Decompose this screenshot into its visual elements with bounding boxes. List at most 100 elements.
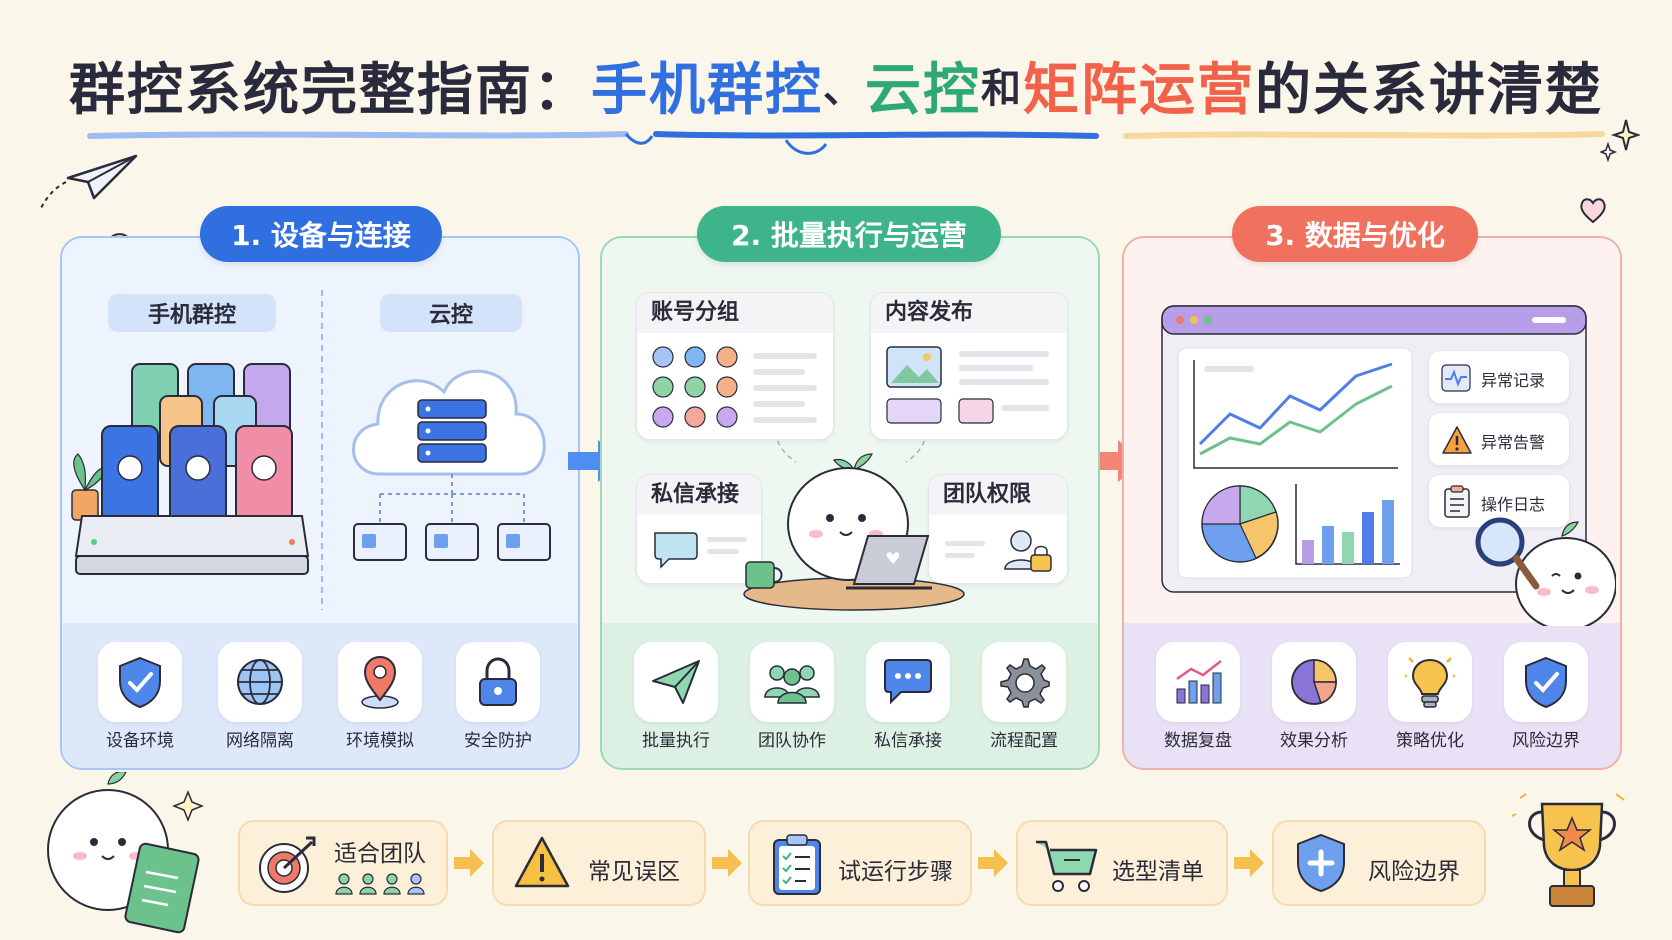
risk-boundary-card[interactable] — [1504, 642, 1588, 722]
batch-exec-label: 批量执行 — [642, 731, 710, 751]
clipboard-icon — [1444, 485, 1470, 518]
flow-step-selection-checklist[interactable]: 选型清单 — [1016, 820, 1228, 906]
paper-plane-icon — [39, 154, 138, 211]
chat-bubble-icon — [654, 532, 747, 569]
flow-step-selection-checklist-label: 选型清单 — [1112, 859, 1204, 885]
users-icon — [335, 873, 425, 895]
section-label-3: 3. 数据与优化 — [1232, 206, 1478, 262]
data-review-card[interactable] — [1156, 642, 1240, 722]
section-label-1: 1. 设备与连接 — [200, 206, 442, 262]
title-underline — [87, 131, 1605, 155]
bar-chart-icon — [1176, 660, 1222, 704]
cart-icon — [1036, 840, 1098, 892]
mascot-clipboard-illustration — [47, 772, 205, 934]
phone-rack-illustration — [71, 363, 310, 575]
account-group-card[interactable]: 账号分组 — [636, 292, 834, 440]
anomaly-record-label: 异常记录 — [1481, 371, 1546, 390]
title-part-7: 的关系讲清楚 — [1255, 57, 1603, 123]
warning-icon — [1442, 426, 1472, 454]
team-permission-card[interactable]: 团队权限 — [928, 474, 1068, 584]
flow-step-suitable-team-label: 适合团队 — [334, 841, 426, 867]
device-env-card[interactable] — [98, 642, 182, 722]
sparkle-icon — [1600, 119, 1640, 162]
flow-step-common-mistakes-label: 常见误区 — [588, 859, 680, 885]
flow-step-suitable-team[interactable]: 适合团队 — [238, 820, 448, 906]
shield-plus-icon — [1297, 833, 1345, 893]
user-lock-icon — [945, 530, 1052, 572]
security-label: 安全防护 — [464, 731, 532, 751]
sub-label-cloud-control: 云控 — [380, 294, 522, 332]
flow-step-trial-steps-label: 试运行步骤 — [838, 859, 953, 885]
team-icon — [764, 665, 820, 704]
network-isolation-label: 网络隔离 — [226, 731, 294, 751]
cloud-server-illustration — [352, 369, 551, 561]
content-publish-title: 内容发布 — [871, 293, 1067, 333]
arrow-right-icon — [712, 849, 742, 877]
page-title: 群控系统完整指南： 手机群控 、 云控 和 矩阵运营 的关系讲清楚 — [0, 40, 1672, 130]
checklist-icon — [773, 834, 821, 895]
strategy-optimization-label: 策略优化 — [1396, 731, 1464, 751]
title-part-2: 手机群控 — [591, 57, 823, 123]
avatars-grid — [652, 346, 817, 428]
paper-plane-icon — [652, 660, 700, 704]
title-part-3: 、 — [823, 66, 865, 112]
image-content-icon — [886, 346, 1049, 424]
private-msg-card[interactable] — [866, 642, 950, 722]
strategy-optimization-card[interactable] — [1388, 642, 1472, 722]
gear-icon — [1000, 658, 1050, 708]
lock-icon — [479, 657, 517, 706]
effect-analysis-card[interactable] — [1272, 642, 1356, 722]
arrow-right-icon — [978, 849, 1008, 877]
env-simulation-label: 环境模拟 — [346, 731, 414, 751]
chat-icon — [884, 659, 932, 705]
location-pin-icon — [361, 655, 399, 709]
private-message-title: 私信承接 — [637, 475, 761, 515]
flow-step-common-mistakes[interactable]: 常见误区 — [492, 820, 706, 906]
title-part-1: 群控系统完整指南： — [69, 57, 591, 123]
title-part-5: 和 — [981, 66, 1023, 112]
device-env-label: 设备环境 — [106, 731, 174, 751]
trophy-icon — [1512, 793, 1625, 907]
flow-step-risk-boundary[interactable]: 风险边界 — [1272, 820, 1486, 906]
private-msg-label: 私信承接 — [874, 731, 942, 751]
team-permission-title: 团队权限 — [929, 475, 1067, 515]
account-group-title: 账号分组 — [637, 293, 833, 333]
warning-icon — [514, 836, 570, 888]
risk-boundary-label: 风险边界 — [1512, 731, 1580, 751]
anomaly-record-card[interactable]: 异常记录 — [1428, 350, 1570, 404]
pulse-icon — [1441, 364, 1471, 392]
pie-chart-icon — [1291, 659, 1337, 705]
team-collab-label: 团队协作 — [758, 731, 826, 751]
section-label-2: 2. 批量执行与运营 — [697, 206, 1001, 262]
arrow-right-icon — [454, 849, 484, 877]
effect-analysis-label: 效果分析 — [1280, 731, 1348, 751]
flow-step-risk-boundary-label: 风险边界 — [1368, 859, 1460, 885]
security-card[interactable] — [456, 642, 540, 722]
network-isolation-card[interactable] — [218, 642, 302, 722]
anomaly-alert-label: 异常告警 — [1481, 433, 1546, 452]
divider — [321, 290, 323, 610]
shield-check-icon — [119, 656, 161, 709]
private-message-card[interactable]: 私信承接 — [636, 474, 762, 584]
arrow-right-icon — [1234, 849, 1264, 877]
title-part-4: 云控 — [865, 57, 981, 123]
mascot-magnifier-illustration — [1475, 517, 1616, 626]
data-review-label: 数据复盘 — [1164, 731, 1232, 751]
env-simulation-card[interactable] — [338, 642, 422, 722]
sub-label-phone-control: 手机群控 — [108, 294, 276, 332]
team-collab-card[interactable] — [750, 642, 834, 722]
mascot-laptop-illustration — [743, 440, 965, 611]
batch-exec-card[interactable] — [634, 642, 718, 722]
workflow-config-card[interactable] — [982, 642, 1066, 722]
operation-log-label: 操作日志 — [1481, 495, 1546, 514]
target-icon — [259, 836, 316, 893]
flow-step-trial-steps[interactable]: 试运行步骤 — [748, 820, 972, 906]
globe-icon — [237, 659, 283, 705]
lightbulb-icon — [1405, 657, 1455, 708]
title-part-6: 矩阵运营 — [1023, 57, 1255, 123]
heart-icon — [1580, 198, 1606, 224]
workflow-config-label: 流程配置 — [990, 731, 1058, 751]
anomaly-alert-card[interactable]: 异常告警 — [1428, 412, 1570, 466]
shield-check-icon — [1525, 656, 1567, 709]
content-publish-card[interactable]: 内容发布 — [870, 292, 1068, 440]
